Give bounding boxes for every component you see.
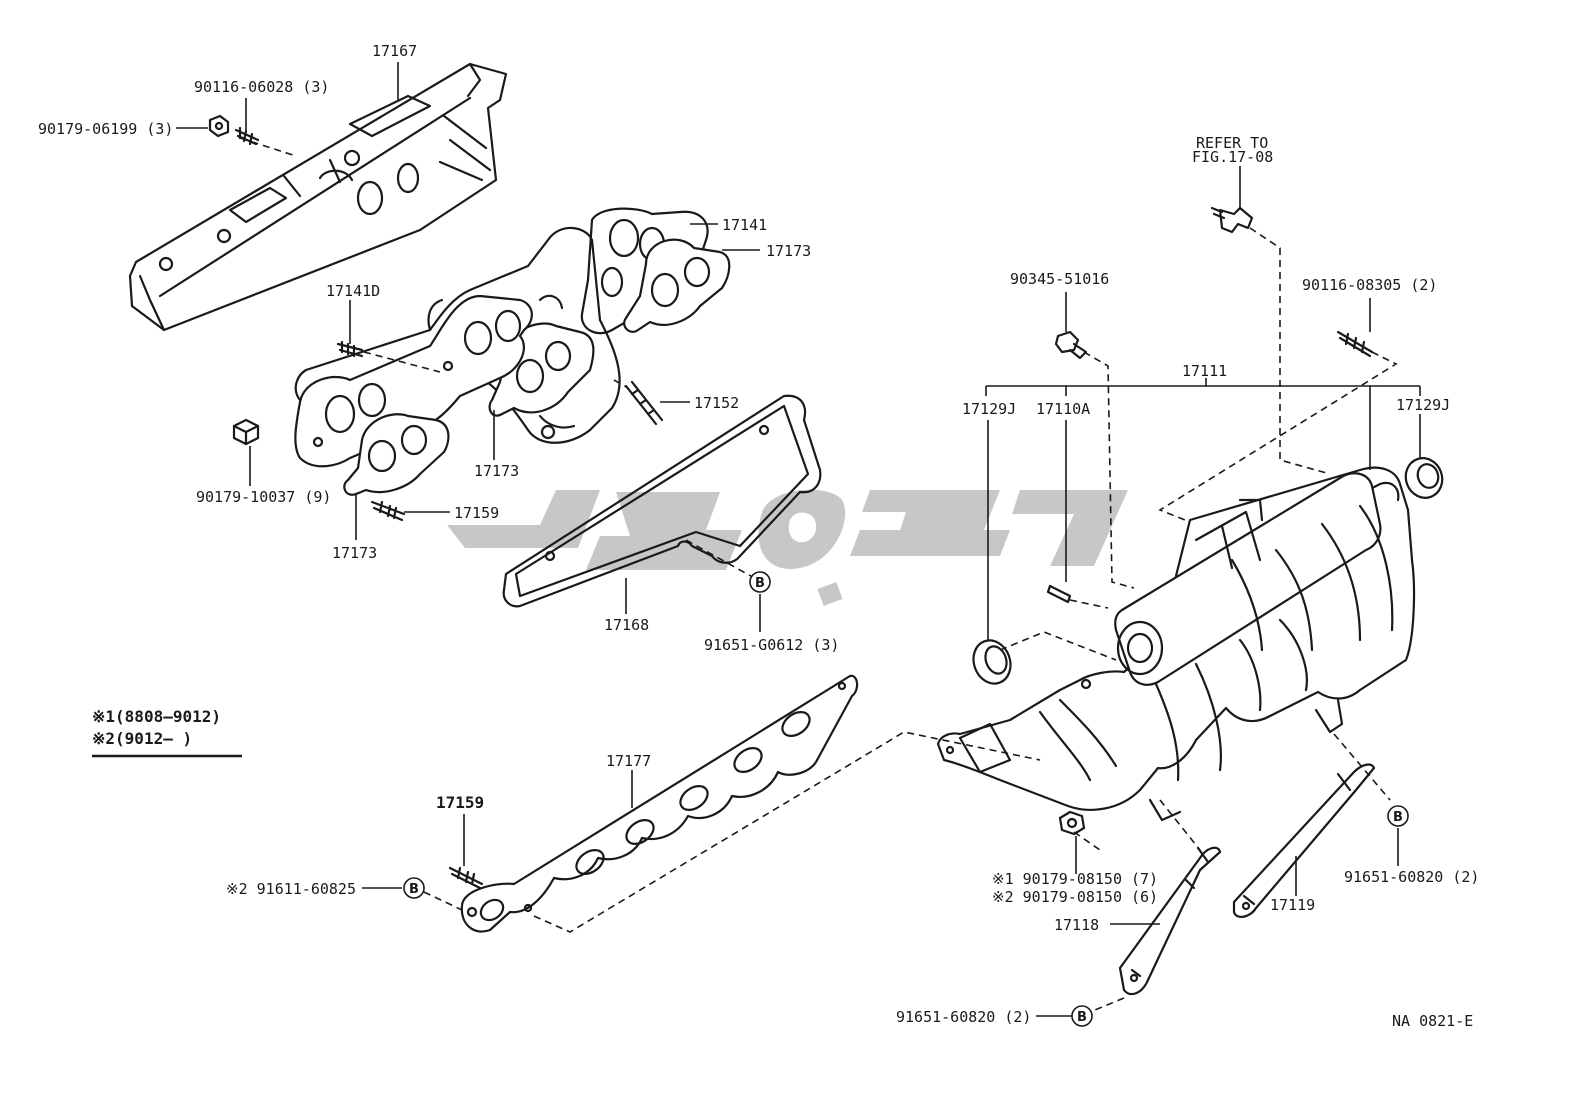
gasket-17173-lower (343, 413, 450, 496)
label-91611-60825: ※2 91611-60825 (226, 880, 356, 898)
label-fig-17-08: FIG.17-08 (1192, 148, 1273, 166)
gasket-17173-top (623, 238, 731, 333)
label-17168: 17168 (604, 616, 649, 634)
callout-b-4: B (1071, 1005, 1093, 1027)
svg-text:B: B (1393, 810, 1403, 825)
stud-90116-06028 (234, 126, 260, 146)
pin-17110A (1046, 584, 1072, 604)
part-labels: 17167 90116-06028 (3) 90179-06199 (3) 17… (38, 42, 1479, 1030)
label-90116-08305: 90116-08305 (2) (1302, 276, 1437, 294)
label-90179-06199: 90179-06199 (3) (38, 120, 173, 138)
label-90345-51016: 90345-51016 (1010, 270, 1109, 288)
svg-text:B: B (1077, 1010, 1087, 1025)
label-17119: 17119 (1270, 896, 1315, 914)
svg-text:B: B (409, 882, 419, 897)
label-91651-60820-b: 91651-60820 (2) (1344, 868, 1479, 886)
label-17177: 17177 (606, 752, 651, 770)
label-17111: 17111 (1182, 362, 1227, 380)
label-90179-08150-7: ※1 90179-08150 (7) (992, 870, 1158, 888)
label-note-2: ※2(9012– ) (92, 729, 192, 748)
nut-90179-08150 (1058, 810, 1086, 836)
gasket-17168 (502, 394, 822, 608)
vacuum-fitting (1210, 206, 1254, 234)
seal-17129J-right (1404, 457, 1444, 499)
label-note-1: ※1(8808–9012) (92, 707, 221, 726)
label-17173-a: 17173 (766, 242, 811, 260)
watermark-logo (447, 489, 1128, 606)
label-90116-06028: 90116-06028 (3) (194, 78, 329, 96)
stud-17159-upper (370, 500, 406, 522)
label-17141D: 17141D (326, 282, 380, 300)
label-17159-a: 17159 (454, 504, 499, 522)
label-17141: 17141 (722, 216, 767, 234)
label-figure-code: NA 0821-E (1392, 1012, 1473, 1030)
bolt-90345-51016 (1054, 330, 1088, 360)
svg-text:B: B (755, 576, 765, 591)
label-17152: 17152 (694, 394, 739, 412)
stay-17119 (1232, 763, 1376, 918)
nut-90179-10037 (232, 418, 260, 446)
label-17167: 17167 (372, 42, 417, 60)
label-refer-to: REFER TO (1196, 134, 1268, 152)
label-17129J-a: 17129J (962, 400, 1016, 418)
label-17173-b: 17173 (474, 462, 519, 480)
label-90179-10037: 90179-10037 (9) (196, 488, 331, 506)
label-17110A: 17110A (1036, 400, 1090, 418)
dashed-guides (239, 137, 1398, 1013)
stud-17141D (336, 340, 364, 358)
label-17129J-b: 17129J (1396, 396, 1450, 414)
label-91651-60820-a: 91651-60820 (2) (896, 1008, 1031, 1026)
leader-lines (92, 62, 1421, 1017)
stud-17159-lower (448, 866, 484, 890)
intake-manifold-17111 (936, 466, 1416, 822)
seal-17129J-left (972, 639, 1012, 685)
callout-b-2: B (403, 877, 425, 899)
stud-90116-08305 (1336, 330, 1374, 358)
label-90179-08150-6: ※2 90179-08150 (6) (992, 888, 1158, 906)
label-17173-c: 17173 (332, 544, 377, 562)
manifold-flange (294, 294, 533, 468)
stay-17118 (1118, 846, 1222, 996)
heat-insulator-17167 (128, 62, 508, 332)
label-17159-b: 17159 (436, 793, 484, 812)
callout-b-1: B (749, 571, 771, 593)
label-91651-G0612: 91651-G0612 (3) (704, 636, 839, 654)
stud-17152 (624, 380, 664, 426)
gasket-17177 (460, 674, 859, 933)
nut-90179-06199 (208, 114, 230, 138)
label-17118: 17118 (1054, 916, 1099, 934)
callout-b-3: B (1387, 805, 1409, 827)
